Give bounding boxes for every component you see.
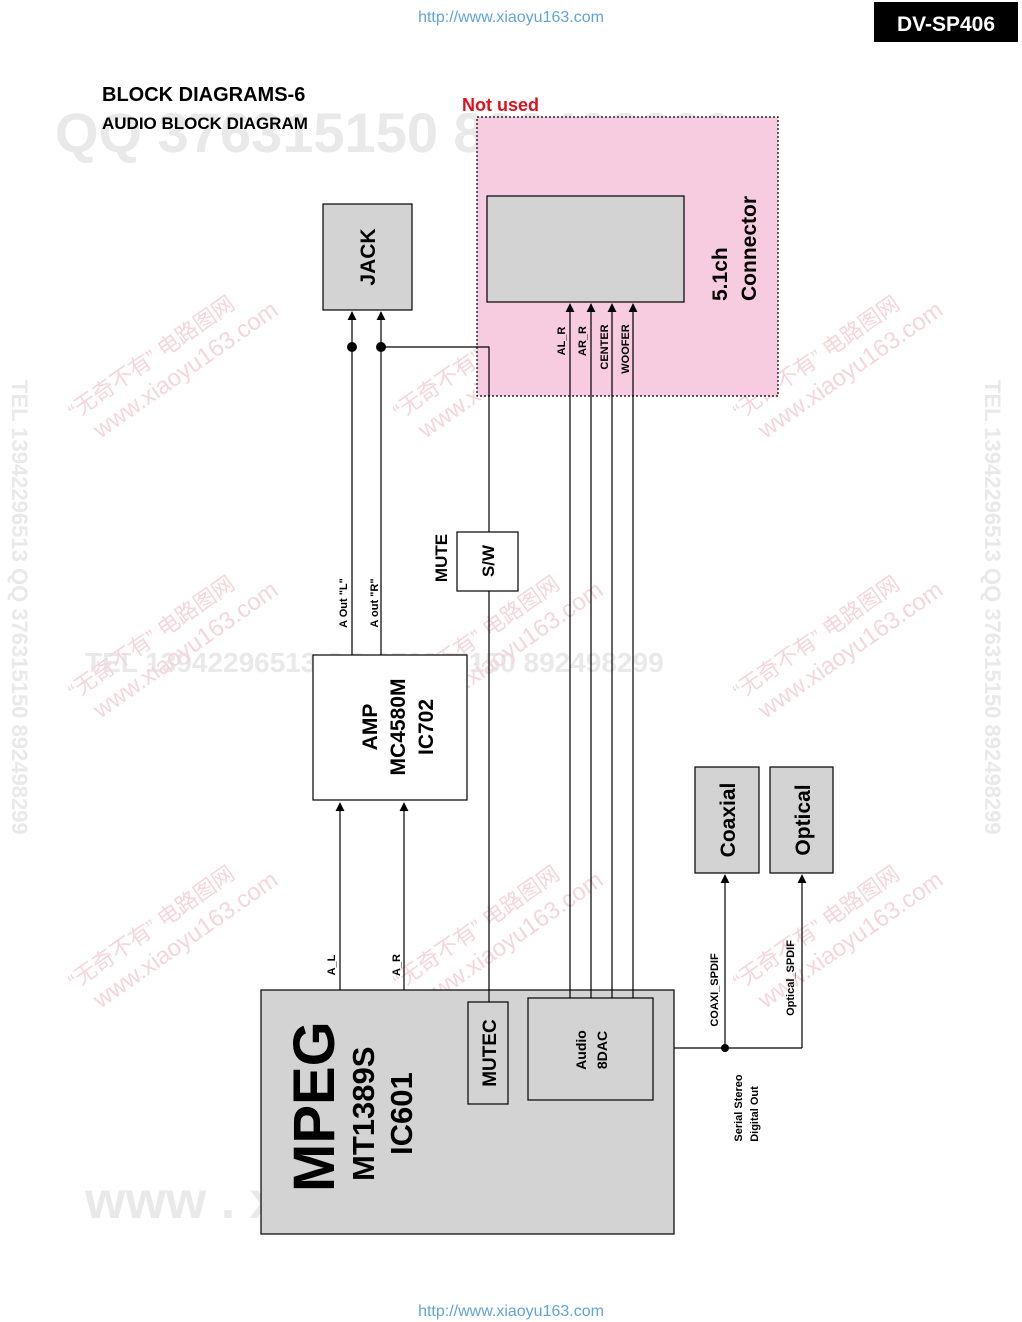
mute-label: MUTE [432,534,451,582]
signal-a-r: A_R [391,954,403,976]
mpeg-label-line1: MPEG [282,1021,347,1192]
mpeg-label-line2: MT1389S [346,1047,381,1181]
connector-label-line1: 5.1ch [709,247,732,301]
watermark-tel-left: TEL 13942296513 QQ 376315150 892498299 [7,380,32,835]
junction-dot [721,1044,729,1052]
audio-dac-label-line1: Audio [573,1030,589,1070]
mute-switch-label: S/W [479,544,498,577]
coaxial-block [694,766,760,874]
junction-dot [347,342,357,352]
page-title: BLOCK DIAGRAMS-6 [102,84,305,106]
url-top[interactable]: http://www.xiaoyu163.com [418,9,604,26]
not-used-label: Not used [462,95,539,115]
signal-al-r: AL_R [556,327,568,356]
watermark-tel-right: TEL 13942296513 QQ 376315150 892498299 [980,380,1005,835]
optical-block [769,766,834,874]
coaxial-label: Coaxial [717,783,740,858]
signal-serial-line2: Digital Out [749,1086,761,1142]
signal-ar-r: AR_R [577,326,589,356]
amp-block [312,654,468,801]
signal-woofer: WOOFER [620,324,632,374]
model-name: DV-SP406 [897,13,995,36]
audio-dac-label-line2: 8DAC [594,1031,610,1069]
page-subtitle: AUDIO BLOCK DIAGRAM [102,114,308,133]
signal-lines [335,303,807,1049]
mute-switch-block [456,531,519,592]
mutec-block [467,1001,509,1105]
signal-optical-spdif: Optical_SPDIF [785,940,797,1016]
mutec-label: MUTEC [480,1019,501,1087]
audio-dac-block [527,997,654,1101]
junction-dot [376,342,386,352]
signal-coaxi-spdif: COAXI_SPDIF [709,953,721,1027]
model-badge [874,2,1018,42]
url-bottom[interactable]: http://www.xiaoyu163.com [418,1303,604,1320]
signal-center: CENTER [599,324,611,369]
line-mute-to-jack [381,346,490,532]
signal-serial-line1: Serial Stereo [733,1074,745,1142]
signal-a-out-l: A Out "L" [338,578,350,628]
amp-label-line3: IC702 [415,699,438,755]
signal-a-out-r: A out "R" [369,578,381,627]
connector-block [486,195,685,303]
connector-label-line2: Connector [738,196,761,301]
jack-label: JACK [357,228,380,285]
optical-label: Optical [792,784,815,855]
signal-a-l: A_L [326,954,338,975]
amp-label-line1: AMP [359,704,382,751]
jack-block [322,203,413,311]
amp-label-line2: MC4580M [387,679,410,776]
mpeg-label-line3: IC601 [384,1072,419,1155]
